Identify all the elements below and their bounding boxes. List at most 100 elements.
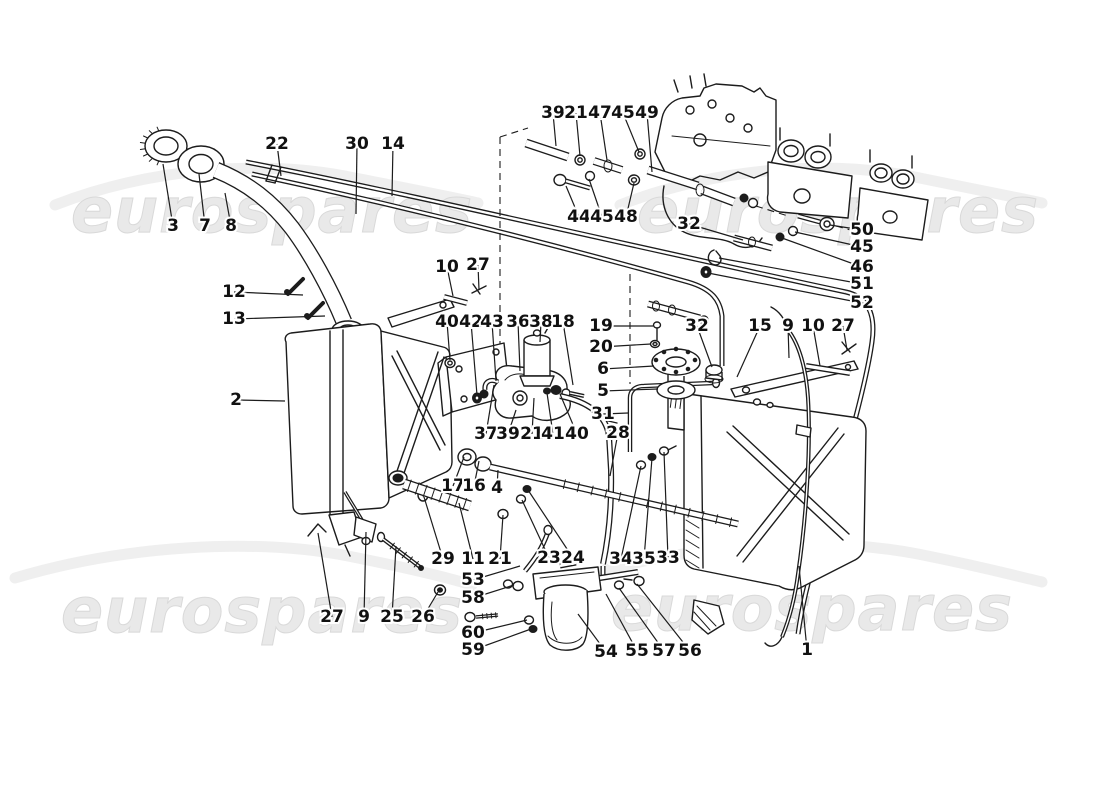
tank-screw	[752, 398, 762, 406]
part-callout-21: 21	[520, 424, 544, 444]
bracket-hole	[455, 365, 463, 373]
callout-leader-line	[527, 489, 574, 559]
part-callout-36: 36	[506, 312, 530, 332]
hatch-tick	[422, 484, 428, 498]
pipe-clip-hook	[707, 249, 722, 266]
washer	[577, 157, 583, 163]
part-callout-38: 38	[529, 312, 553, 332]
callout-leader-line	[517, 321, 521, 372]
part-callout-35: 35	[632, 549, 656, 569]
callout-leader-line	[605, 593, 638, 652]
callout-leader-line	[559, 393, 578, 435]
fuel-cap-inner	[153, 136, 179, 156]
callout-leader-line	[829, 224, 863, 231]
strap-end	[770, 306, 789, 331]
callout-leader-line	[707, 272, 863, 304]
carb-stud	[703, 73, 707, 87]
union-collar	[652, 300, 660, 312]
part-callout-53: 53	[461, 570, 485, 590]
callout-leader-line	[696, 325, 713, 368]
hatch-tick	[673, 504, 677, 515]
bolt-head	[553, 173, 567, 187]
callout-leader-line	[224, 192, 232, 227]
callout-leader-line	[562, 321, 574, 386]
bolt-head	[464, 611, 476, 623]
engine-bolt	[743, 123, 753, 133]
pipe-clip	[265, 180, 276, 184]
washer	[613, 580, 625, 590]
part-callout-27: 27	[320, 607, 344, 627]
callout-leader-line	[521, 499, 550, 559]
part-callout-9: 9	[782, 316, 794, 336]
filter-inlet-hose	[524, 531, 550, 572]
callout-leader-line	[602, 388, 659, 392]
bolt-shank	[667, 445, 677, 451]
part-callout-29: 29	[431, 549, 455, 569]
hatch-tick	[462, 498, 468, 511]
part-callout-8: 8	[225, 216, 237, 236]
vent-pipe-30	[251, 172, 724, 366]
callout-leader-line	[539, 321, 542, 343]
callout-leader-line	[736, 325, 761, 378]
bracket-hole	[844, 363, 852, 371]
part-callout-7: 7	[199, 216, 211, 236]
hatch-tick	[446, 492, 452, 506]
callout-leader-line	[609, 432, 619, 477]
tank-x-rib	[401, 356, 445, 480]
tank-x-rib	[726, 431, 844, 541]
cap-knurl	[148, 130, 154, 135]
pipe-coupling	[457, 448, 477, 466]
hatch-tick	[729, 517, 733, 528]
strap-clip	[795, 424, 812, 438]
part-callout-32: 32	[685, 316, 709, 336]
fuel-sender-plate	[665, 356, 687, 368]
sender-screw	[661, 349, 667, 355]
washer	[775, 232, 785, 242]
screw-head	[652, 321, 662, 329]
callout-leader-line	[565, 185, 580, 218]
part-callout-31: 31	[591, 404, 615, 424]
callout-leader-line	[552, 112, 557, 147]
callout-leader-line	[507, 409, 517, 435]
crossover-pipe	[489, 464, 739, 527]
cap-knurl	[148, 157, 154, 162]
carb-trumpet	[804, 145, 832, 169]
sender-screw	[685, 349, 691, 355]
washer	[787, 225, 799, 237]
washer	[649, 339, 661, 349]
sender-flange	[656, 380, 696, 400]
carburetor-body	[856, 187, 929, 241]
cap-knurl	[156, 160, 160, 166]
part-callout-21: 21	[564, 103, 588, 123]
banjo-union	[512, 580, 524, 592]
callout-leader-line	[646, 112, 653, 173]
callout-leader-line	[391, 143, 394, 197]
washer	[528, 625, 538, 633]
hatch-tick	[618, 491, 622, 502]
callout-leader-line	[422, 591, 439, 618]
hatch-tick	[562, 479, 566, 489]
filter-head-detail	[539, 571, 595, 579]
part-callout-10: 10	[801, 316, 825, 336]
hatch-tick	[576, 482, 580, 493]
engine-bolt	[707, 99, 717, 109]
strap-hook	[764, 636, 783, 647]
fuel-pipe	[524, 139, 570, 161]
part-callout-28: 28	[606, 423, 630, 443]
callout-leader-line	[602, 412, 629, 415]
part-callout-27: 27	[831, 316, 855, 336]
drain-plug	[437, 587, 443, 593]
hatch-tick	[430, 487, 436, 500]
union-collar	[603, 159, 613, 173]
vent-pipe-14	[245, 160, 847, 294]
part-callout-33: 33	[656, 548, 680, 568]
watermark-swoosh	[579, 538, 1048, 588]
callout-leader-line	[588, 178, 603, 218]
callout-leader-line	[794, 231, 863, 248]
part-callout-56: 56	[678, 641, 702, 661]
hatch-tick	[389, 542, 395, 550]
callout-leader-line	[602, 365, 655, 370]
part-callout-32: 32	[677, 214, 701, 234]
tank-union-top	[705, 364, 723, 376]
pump-boss	[516, 394, 524, 402]
